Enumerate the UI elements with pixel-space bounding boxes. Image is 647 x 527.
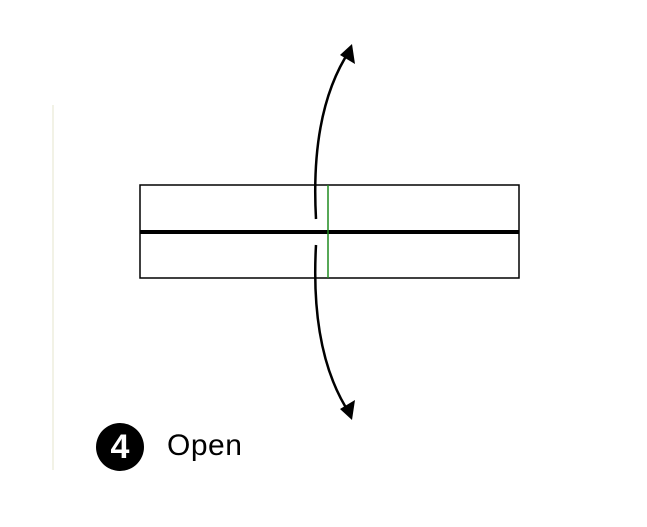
- open-arrow-lower: [313, 244, 352, 415]
- open-arrow-icon: [313, 44, 355, 420]
- arrowhead-up-icon: [340, 44, 355, 64]
- open-arrow-upper: [313, 49, 352, 220]
- step-instruction-label: Open: [167, 429, 243, 462]
- arrowhead-down-icon: [340, 400, 355, 420]
- step-number-badge: 4: [96, 423, 144, 471]
